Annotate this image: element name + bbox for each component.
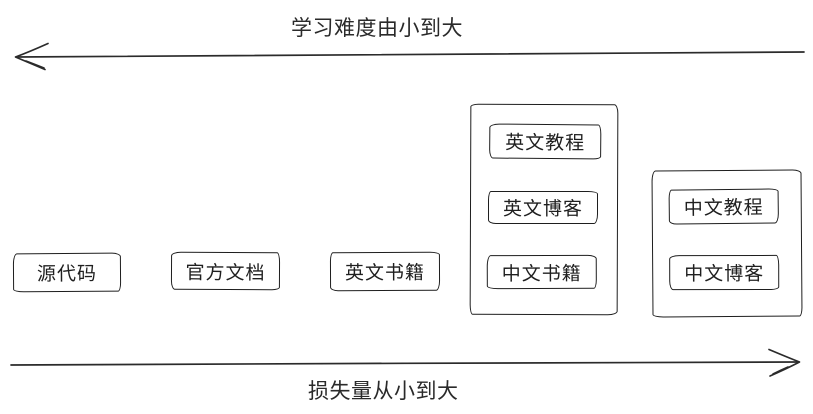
box-official-docs: 官方文档 [170,251,281,291]
box-source-code-label: 源代码 [36,263,98,286]
right-arrow-icon [10,348,801,377]
box-chinese-blogs-label: 中文博客 [684,263,765,286]
left-arrow-icon [14,42,805,71]
box-english-blogs-label: 英文博客 [502,198,584,221]
box-english-books-label: 英文书籍 [344,262,426,285]
group-box-2: 中文教程 中文博客 [651,169,803,318]
box-chinese-tutorials-label: 中文教程 [683,197,764,220]
box-source-code: 源代码 [12,252,122,293]
top-axis-label: 学习难度由小到大 [291,17,463,40]
bottom-axis-label: 损失量从小到大 [308,380,459,403]
box-english-tutorials-label: 英文教程 [505,132,586,155]
box-official-docs-label: 官方文档 [185,262,266,284]
box-chinese-tutorials: 中文教程 [668,188,779,225]
box-english-books: 英文书籍 [329,251,441,292]
group-box-1: 英文教程 英文博客 中文书籍 [469,103,619,316]
box-chinese-blogs: 中文博客 [669,254,780,291]
box-english-tutorials: 英文教程 [489,123,602,160]
box-chinese-books-label: 中文书籍 [501,263,582,285]
box-chinese-books: 中文书籍 [486,254,597,290]
box-english-blogs: 英文博客 [487,190,599,225]
